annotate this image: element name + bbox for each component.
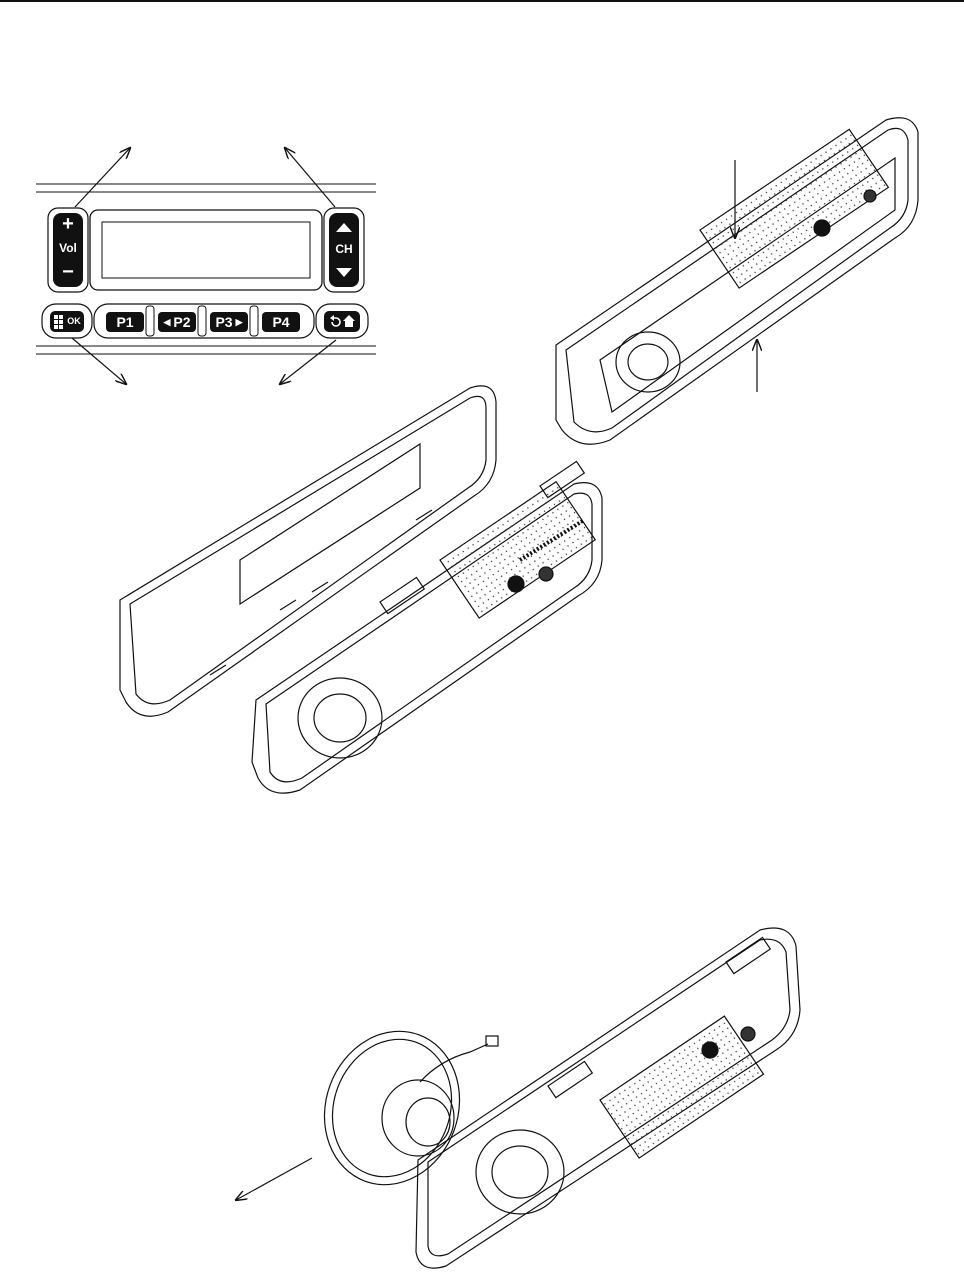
front-cover-illustration [120,386,496,716]
triangle-right-icon: ▶ [236,317,243,328]
p4-button[interactable]: P4 [262,312,300,332]
menu-ok-label[interactable]: OK [66,317,82,326]
p4-label: P4 [272,314,289,330]
p2-label: P2 [173,314,190,330]
control-head-front-view: + Vol − CH OK P1 ◀ P2 P3 ▶ P4 [36,180,376,360]
vol-plus-label[interactable]: + [53,214,83,234]
ch-label: CH [329,243,359,255]
p1-button[interactable]: P1 [106,312,144,332]
housing-arrows [735,160,757,392]
page-top-rule [0,0,964,2]
vol-label: Vol [53,242,83,254]
control-head-outline [36,180,376,360]
p3-label: P3 [215,314,232,330]
assembled-housing-illustration [556,118,918,445]
speaker-removal-illustration [303,928,800,1268]
vol-minus-label[interactable]: − [53,262,83,282]
p3-button[interactable]: P3 ▶ [210,312,248,332]
rear-chassis-illustration [252,461,602,793]
speaker-removal-arrow [236,1158,312,1200]
p1-label: P1 [116,314,133,330]
p2-button[interactable]: ◀ P2 [158,312,196,332]
triangle-left-icon: ◀ [163,317,170,328]
